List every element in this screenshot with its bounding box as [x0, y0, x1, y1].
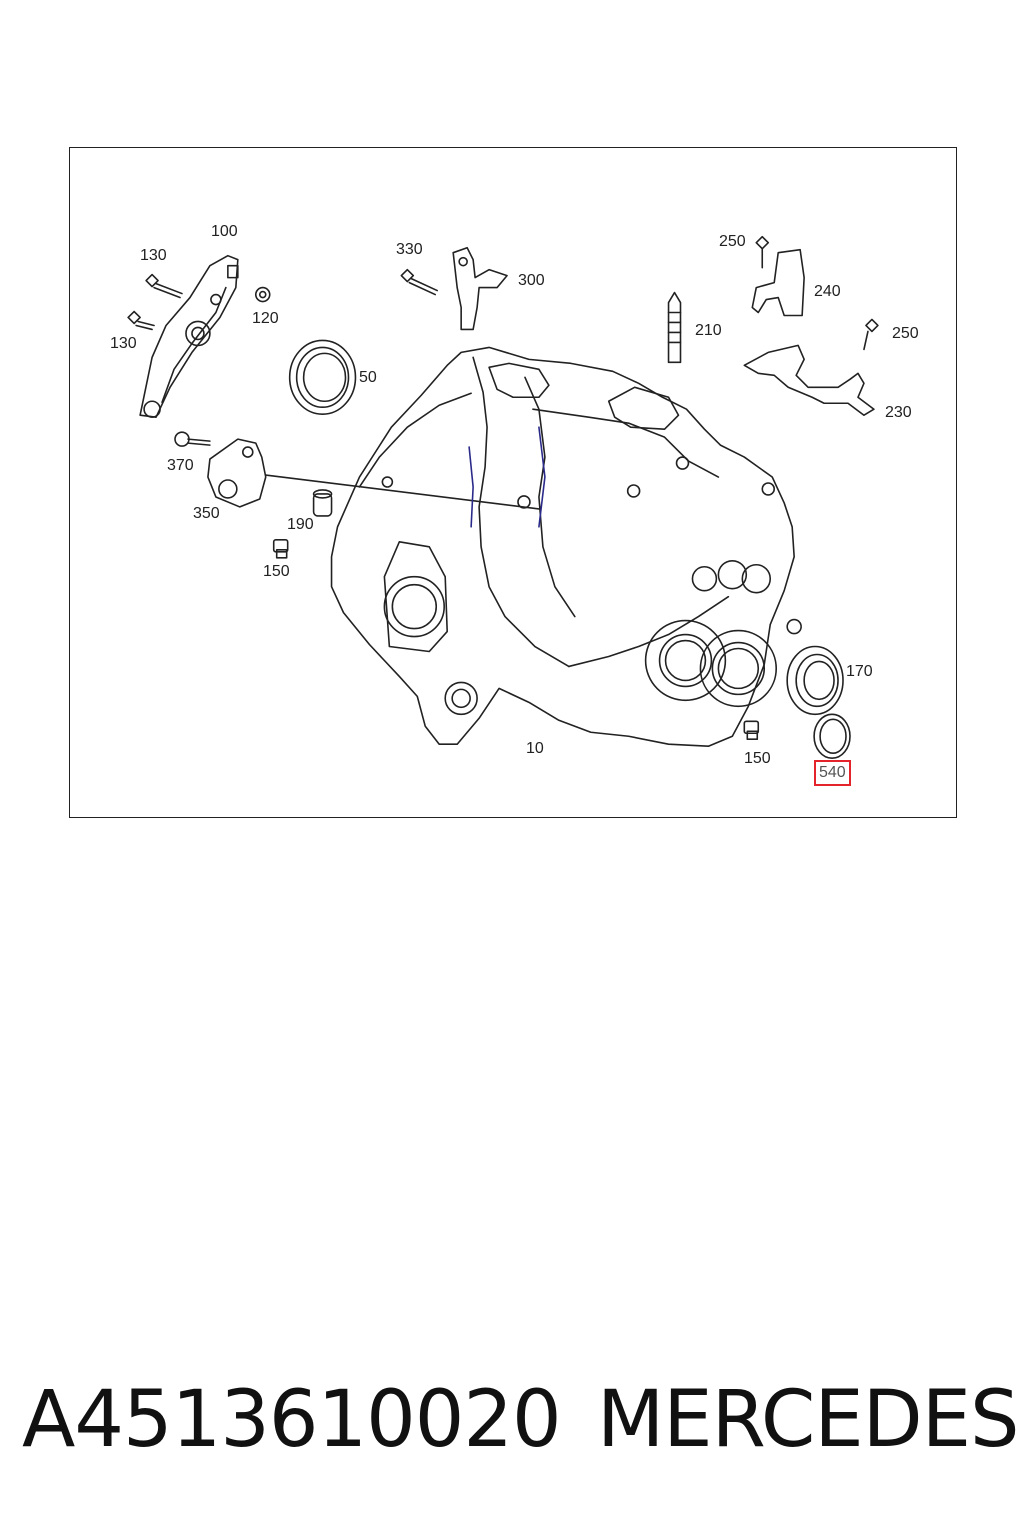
- callout-240: 240: [814, 283, 841, 300]
- callout-210: 210: [695, 322, 722, 339]
- part-130-bolt-b: [127, 310, 155, 331]
- callout-300: 300: [518, 272, 545, 289]
- callout-370: 370: [167, 457, 194, 474]
- exploded-view-drawing: [127, 235, 879, 759]
- part-number: A4513610020: [22, 1375, 562, 1465]
- callout-170: 170: [846, 663, 873, 680]
- callout-250-upper: 250: [719, 233, 746, 250]
- callout-130-lower: 130: [110, 335, 137, 352]
- part-190-bush: [312, 489, 333, 517]
- part-120-nut: [254, 286, 271, 303]
- part-10-transmission-housing: [330, 346, 802, 748]
- brand-name: MERCEDES: [597, 1375, 1019, 1465]
- part-240-bracket: [751, 248, 805, 317]
- part-130-bolt-a: [145, 273, 183, 299]
- callout-150-left: 150: [263, 563, 290, 580]
- part-540-o-ring[interactable]: [813, 713, 851, 759]
- part-230-bracket: [743, 344, 875, 416]
- part-170-seal: [786, 645, 844, 716]
- part-150-plug-b: [743, 720, 760, 741]
- part-350-sensor: [207, 438, 540, 510]
- callout-350: 350: [193, 505, 220, 522]
- callout-540-highlighted[interactable]: 540: [814, 760, 851, 786]
- output-flange-right: [699, 629, 778, 708]
- part-150-plug-a: [272, 539, 289, 559]
- callout-120: 120: [252, 310, 279, 327]
- part-250-bolt-b: [863, 318, 879, 351]
- part-100-release-lever: [139, 254, 239, 418]
- part-250-bolt-a: [755, 235, 770, 269]
- part-300-bracket: [452, 246, 508, 331]
- part-50-seal: [288, 339, 357, 416]
- callout-250-lower: 250: [892, 325, 919, 342]
- callout-190: 190: [287, 516, 314, 533]
- callout-100: 100: [211, 223, 238, 240]
- part-330-bolt: [400, 268, 439, 296]
- callout-230: 230: [885, 404, 912, 421]
- part-210-stud: [667, 291, 682, 364]
- callout-10: 10: [526, 740, 544, 757]
- parts-diagram: 100 130 130 120 330 300 250 240 250 210 …: [69, 147, 957, 818]
- part-370-bolt: [174, 431, 211, 447]
- callout-130-upper: 130: [140, 247, 167, 264]
- callout-330: 330: [396, 241, 423, 258]
- output-flange-left: [644, 619, 727, 702]
- callout-50: 50: [359, 369, 377, 386]
- callout-150-right: 150: [744, 750, 771, 767]
- footer-part-info: A4513610020 MERCEDES: [22, 1370, 1019, 1470]
